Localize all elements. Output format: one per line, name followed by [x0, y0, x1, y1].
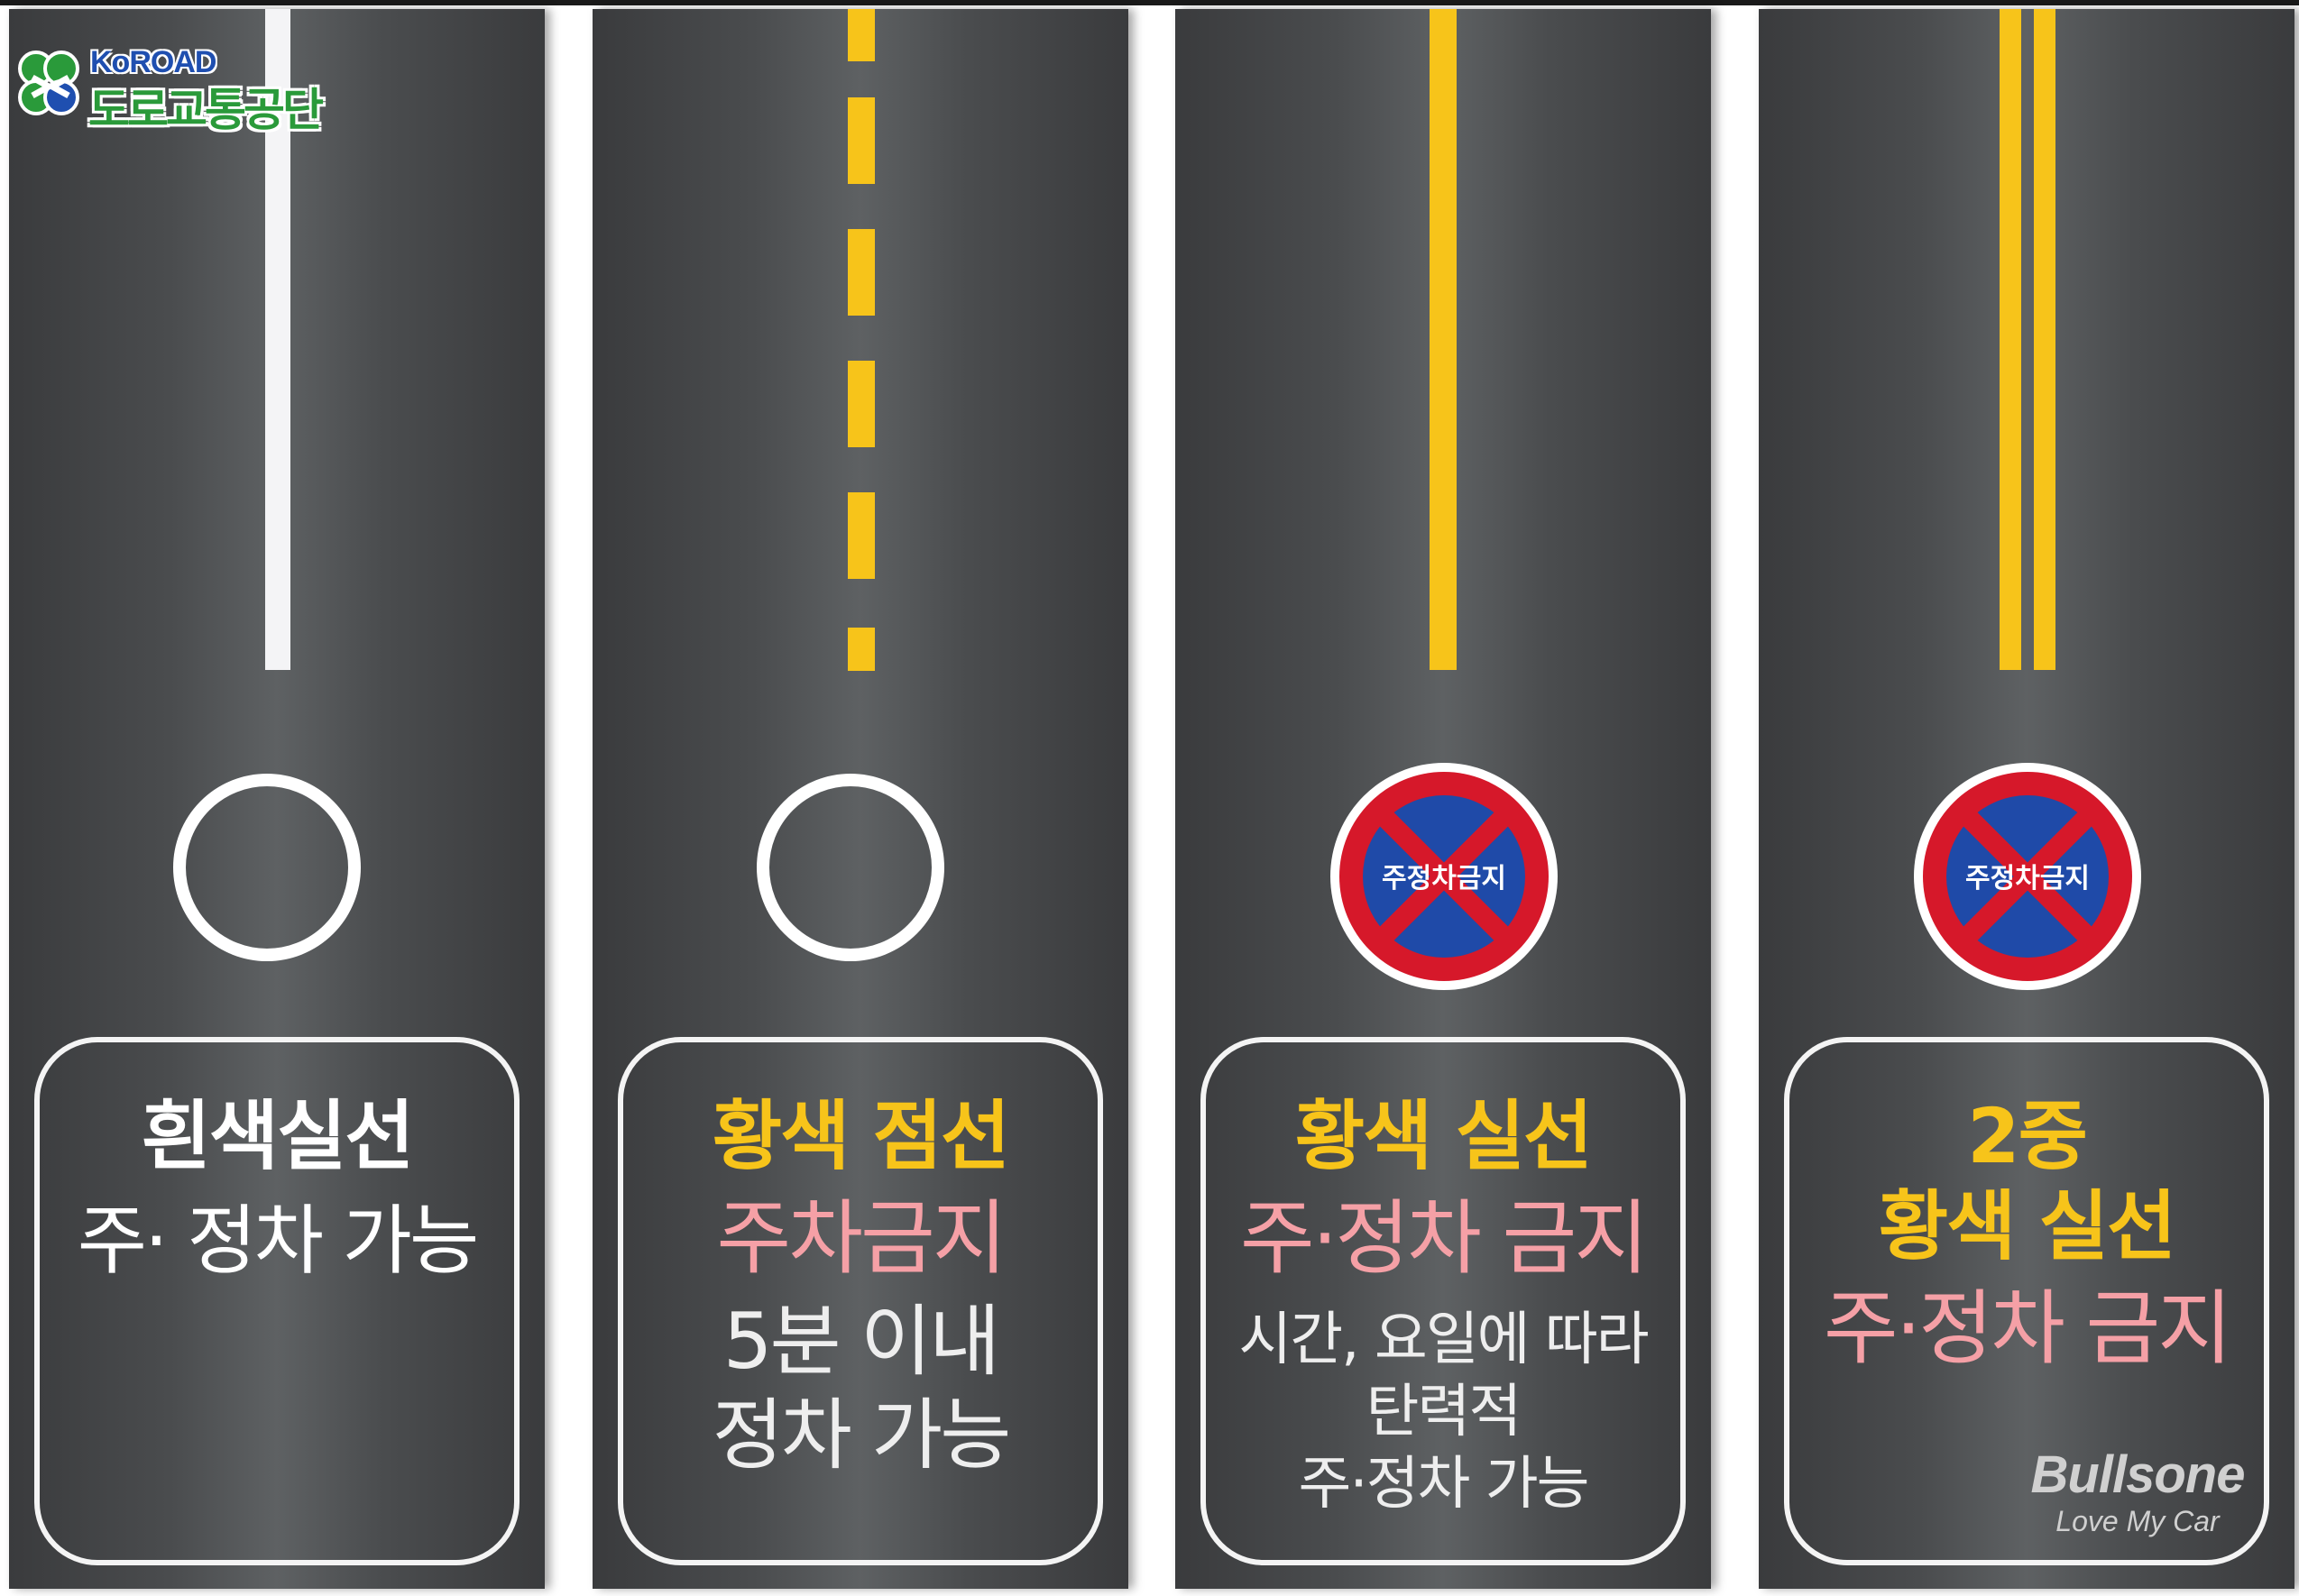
- logo-text-en: KoROAD: [90, 45, 216, 79]
- yellow-dashed-line: [593, 9, 1128, 671]
- dash: [848, 361, 875, 447]
- dash: [848, 97, 875, 184]
- allowed-circle-icon: [757, 774, 944, 961]
- dash: [848, 229, 875, 316]
- lane-title: 흰색실선: [141, 1092, 414, 1180]
- lane-note: 주·정차 가능: [1298, 1451, 1589, 1518]
- watermark-tagline: Love My Car: [2055, 1505, 2220, 1537]
- watermark-brand: Bullsone: [2030, 1445, 2246, 1504]
- no-parking-sign-icon: 주정차금지: [1910, 759, 2145, 994]
- dash: [848, 9, 875, 61]
- lane-rule: 주· 정차 가능: [77, 1197, 480, 1285]
- lane-yellow-double-solid: 주정차금지 2중 황색 실선 주·정차 금지: [1759, 9, 2294, 1589]
- lane-note: 시간, 요일에 따라: [1238, 1307, 1649, 1373]
- top-border: [0, 0, 2299, 5]
- koroad-logo: KoROAD 도로교통공단: [5, 41, 341, 136]
- dash: [848, 492, 875, 579]
- lane-yellow-solid: 주정차금지 황색 실선 주·정차 금지 시간, 요일에 따라 탄력적 주·정차 …: [1175, 9, 1711, 1589]
- yellow-solid-line: [1430, 9, 1457, 670]
- lane-rule: 주·정차 금지: [1239, 1191, 1649, 1286]
- lane-yellow-dashed: 황색 점선 주차금지 5분 이내 정차 가능: [593, 9, 1128, 1589]
- sign-text: 주정차금지: [1965, 863, 2090, 894]
- logo-text-ko: 도로교통공단: [88, 84, 324, 136]
- sign-text: 주정차금지: [1382, 863, 1506, 894]
- bullsone-watermark: Bullsone Love My Car: [2002, 1446, 2273, 1546]
- no-parking-sign-icon: 주정차금지: [1327, 759, 1561, 994]
- info-box-yellow-double-solid: 2중 황색 실선 주·정차 금지: [1784, 1037, 2269, 1565]
- lane-rule: 주·정차 금지: [1823, 1281, 2232, 1376]
- info-box-yellow-dashed: 황색 점선 주차금지 5분 이내 정차 가능: [618, 1037, 1103, 1565]
- lane-white-solid: 흰색실선 주· 정차 가능: [9, 9, 545, 1589]
- lane-note: 5분 이내: [722, 1297, 1000, 1387]
- lane-note: 정차 가능: [712, 1390, 1012, 1481]
- lane-title: 황색 실선: [1294, 1092, 1593, 1180]
- white-solid-line: [265, 9, 290, 670]
- clover-logo-icon: [18, 50, 79, 115]
- lane-title: 황색 점선: [712, 1092, 1010, 1180]
- dash: [848, 628, 875, 671]
- info-box-white-solid: 흰색실선 주· 정차 가능: [34, 1037, 520, 1565]
- lane-title: 황색 실선: [1878, 1182, 2176, 1270]
- info-box-yellow-solid: 황색 실선 주·정차 금지 시간, 요일에 따라 탄력적 주·정차 가능: [1200, 1037, 1686, 1565]
- lane-rule: 주차금지: [716, 1191, 1007, 1286]
- lane-note: 탄력적: [1366, 1379, 1522, 1445]
- yellow-solid-line-left: [2000, 9, 2021, 670]
- allowed-circle-icon: [173, 774, 361, 961]
- yellow-solid-line-right: [2034, 9, 2055, 670]
- lane-title: 2중: [1967, 1092, 2088, 1180]
